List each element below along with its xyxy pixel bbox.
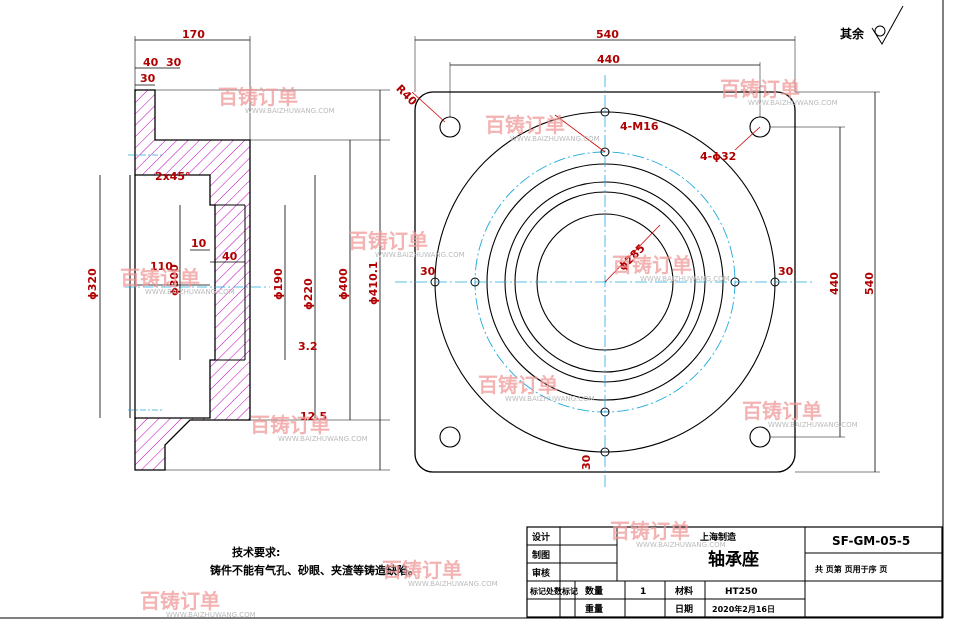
watermark-brand: 百铸订单: [478, 373, 558, 397]
tb-date-label: 日期: [675, 603, 693, 615]
tb-draw: 制图: [532, 549, 550, 561]
notes-line-1: 铸件不能有气孔、砂眼、夹渣等铸造缺陷。: [210, 563, 419, 577]
dim-4-m16: 4-M16: [620, 120, 659, 133]
dim-410: ϕ410.1: [367, 261, 380, 305]
dim-440-height: 440: [828, 272, 841, 295]
watermark-brand: 百铸订单: [720, 77, 800, 101]
dim-10: 10: [191, 237, 207, 250]
watermark-url: WWW.BAIZHUWANG.COM: [145, 288, 235, 296]
watermark-url: WWW.BAIZHUWANG.COM: [748, 99, 838, 107]
dim-220: ϕ220: [302, 278, 315, 310]
watermark-url: WWW.BAIZHUWANG.COM: [510, 135, 600, 143]
watermark-brand: 百铸订单: [485, 113, 565, 137]
watermark-brand: 百铸订单: [612, 253, 692, 277]
watermark-brand: 百铸订单: [140, 589, 220, 613]
tb-part-name: 轴承座: [708, 549, 759, 570]
dim-30-right: 30: [778, 265, 794, 278]
tb-qty: 1: [640, 587, 646, 597]
dim-3-2: 3.2: [298, 340, 318, 353]
watermark-brand: 百铸订单: [218, 85, 298, 109]
watermark-brand: 百铸订单: [250, 413, 330, 437]
tb-material: HT250: [725, 587, 757, 597]
dim-540-height: 540: [863, 272, 876, 295]
watermarks: 百铸订单 WWW.BAIZHUWANG.COM 百铸订单 WWW.BAIZHUW…: [120, 77, 858, 619]
dim-170: 170: [182, 28, 205, 41]
dim-30-left: 30: [420, 265, 436, 278]
watermark-url: WWW.BAIZHUWANG.COM: [245, 107, 335, 115]
watermark-url: WWW.BAIZHUWANG.COM: [505, 395, 595, 403]
dim-190: ϕ190: [272, 268, 285, 300]
section-hatch: [134, 89, 251, 471]
title-block-text: 设计 制图 审核 标记处数标记 数量 1 材料 HT250 重量 日期 2020…: [529, 531, 910, 615]
dim-540-width: 540: [596, 28, 619, 41]
dim-400: ϕ400: [337, 268, 350, 300]
watermark-url: WWW.BAIZHUWANG.COM: [408, 580, 498, 588]
dim-40: 40: [143, 56, 159, 69]
tb-company: 上海制造: [700, 531, 737, 543]
watermark-brand: 百铸订单: [120, 266, 200, 290]
roughness-note-label: 其余: [840, 26, 865, 41]
technical-notes: 技术要求: 铸件不能有气孔、砂眼、夹渣等铸造缺陷。: [210, 545, 419, 577]
watermark-url: WWW.BAIZHUWANG.COM: [640, 275, 730, 283]
watermark-brand: 百铸订单: [610, 519, 690, 543]
watermark-url: WWW.BAIZHUWANG.COM: [375, 251, 465, 259]
dim-30: 30: [166, 56, 182, 69]
drawing-frame: [0, 0, 944, 619]
tb-date: 2020年2月16日: [712, 604, 775, 614]
watermark-url: WWW.BAIZHUWANG.COM: [166, 611, 256, 619]
section-view: [99, 36, 390, 471]
title-block: [526, 526, 943, 618]
dim-12-5: 12.5: [300, 410, 327, 423]
dim-40b: 40: [222, 250, 238, 263]
tb-qty-label: 数量: [585, 585, 603, 597]
section-dimensions: 170 40 30 30 110 10 40 12.5 2x45° 3.2 ϕ3…: [86, 28, 380, 423]
watermark-url: WWW.BAIZHUWANG.COM: [636, 541, 726, 549]
notes-heading: 技术要求:: [232, 545, 280, 559]
tb-check: 审核: [532, 567, 550, 579]
tb-mark: 标记处数标记: [529, 586, 578, 596]
roughness-note: 其余: [840, 5, 904, 45]
tb-material-label: 材料: [674, 585, 693, 597]
watermark-url: WWW.BAIZHUWANG.COM: [768, 421, 858, 429]
dim-440-width: 440: [597, 53, 620, 66]
watermark-brand: 百铸订单: [382, 558, 462, 582]
dim-chamfer: 2x45°: [155, 170, 191, 183]
tb-drawing-no: SF-GM-05-5: [832, 534, 910, 548]
watermark-url: WWW.BAIZHUWANG.COM: [278, 435, 368, 443]
tb-weight: 重量: [585, 603, 603, 615]
dim-300: ϕ300: [168, 264, 181, 296]
watermark-brand: 百铸订单: [742, 399, 822, 423]
tb-design: 设计: [532, 531, 550, 543]
front-view: [395, 36, 880, 490]
dim-4-hole32: 4-ϕ32: [700, 150, 736, 163]
dim-30b: 30: [140, 72, 156, 85]
watermark-brand: 百铸订单: [348, 229, 428, 253]
dim-110: 110: [150, 260, 173, 273]
dim-320: ϕ320: [86, 268, 99, 300]
dim-30-bottom: 30: [580, 454, 593, 470]
tb-sheets: 共 页第 页用于序 页: [815, 564, 887, 574]
